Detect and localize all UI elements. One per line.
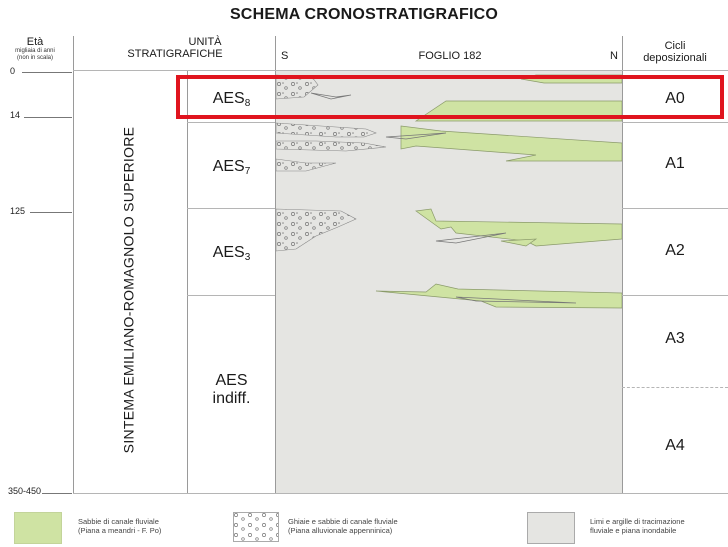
base-line bbox=[73, 493, 728, 494]
gravel-lens-a1-top bbox=[276, 122, 377, 138]
cycle-boundary-dashed bbox=[622, 387, 728, 388]
legend-line: Ghiaie e sabbie di canale fluviale bbox=[288, 517, 398, 526]
units-header: UNITÀ STRATIGRAFICHE bbox=[75, 36, 275, 60]
unit-label-line2: indiff. bbox=[212, 390, 251, 407]
thin-layer-a2 bbox=[435, 232, 507, 244]
cycles-header-line1: Cicli bbox=[664, 40, 686, 52]
sand-lens-a2-upper bbox=[415, 208, 622, 247]
age-header: Età migliaia di anni (non in scala) bbox=[10, 36, 60, 62]
unit-label-base: AES bbox=[212, 244, 245, 261]
cycle-label-a0: A0 bbox=[665, 90, 685, 107]
legend-line: Limi e argille di tracimazione bbox=[590, 517, 685, 526]
thin-layer-a0 bbox=[310, 92, 352, 100]
legend-line: Sabbie di canale fluviale bbox=[78, 517, 159, 526]
cycle-label-a4: A4 bbox=[665, 437, 685, 454]
unit-label-aes8: AES8 bbox=[188, 90, 275, 109]
age-scale-note: (non in scala) bbox=[16, 55, 54, 61]
sand-lens-a2-lower bbox=[500, 238, 538, 247]
unit-label-base: AES bbox=[212, 158, 245, 175]
cycle-boundary bbox=[622, 208, 728, 209]
unit-boundary bbox=[187, 295, 275, 296]
cycles-header: Cicli deposizionali bbox=[622, 40, 728, 64]
cycle-boundary bbox=[622, 122, 728, 123]
age-tick-14: 14 bbox=[10, 110, 21, 120]
cycles-header-line2: deposizionali bbox=[643, 52, 707, 64]
column-divider bbox=[73, 36, 74, 494]
unit-label-aes3: AES3 bbox=[188, 244, 275, 263]
age-tick-350-450: 350-450 bbox=[8, 486, 42, 496]
diagram-title: SCHEMA CRONOSTRATIGRAFICO bbox=[229, 6, 499, 23]
unit-label-sub: 7 bbox=[244, 166, 251, 177]
system-name: SINTEMA EMILIANO-ROMAGNOLO SUPERIORE bbox=[120, 126, 137, 454]
unit-boundary bbox=[187, 122, 275, 123]
age-tick-line bbox=[30, 212, 72, 213]
age-tick-125: 125 bbox=[10, 206, 26, 216]
gravel-lens-a1-low bbox=[276, 158, 337, 172]
cycle-boundary bbox=[622, 295, 728, 296]
age-tick-0: 0 bbox=[10, 66, 16, 76]
section-north-label: N bbox=[610, 50, 618, 62]
legend-line: (Piana alluvionale appenninica) bbox=[288, 526, 393, 535]
legend-swatch-sand bbox=[14, 512, 62, 544]
legend-line: fluviale e piana inondabile bbox=[590, 526, 677, 535]
age-tick-line bbox=[24, 117, 72, 118]
age-tick-line bbox=[42, 493, 72, 494]
sand-lens-a1-wedge bbox=[400, 125, 622, 162]
gravel-lens-a1-mid bbox=[276, 140, 387, 152]
unit-label-aes7: AES7 bbox=[188, 158, 275, 177]
highlight-box-aes8-a0 bbox=[176, 75, 724, 119]
age-tick-line bbox=[22, 72, 72, 73]
section-title: FOGLIO 182 bbox=[418, 50, 482, 62]
unit-label-sub: 8 bbox=[244, 98, 251, 109]
age-label: Età bbox=[26, 36, 44, 48]
cycle-label-a1: A1 bbox=[665, 155, 685, 172]
unit-label-base: AES bbox=[212, 90, 245, 107]
gravel-lens-a2 bbox=[276, 208, 357, 252]
cycle-label-a2: A2 bbox=[665, 242, 685, 259]
units-header-line2: STRATIGRAFICHE bbox=[127, 48, 223, 60]
section-south-label: S bbox=[281, 50, 289, 62]
column-divider bbox=[275, 36, 276, 494]
unit-boundary bbox=[187, 208, 275, 209]
system-name-container: SINTEMA EMILIANO-ROMAGNOLO SUPERIORE bbox=[88, 100, 168, 480]
thin-layer-a3 bbox=[455, 296, 577, 304]
age-unit-note: migliaia di anni bbox=[15, 48, 55, 54]
unit-label-sub: 3 bbox=[244, 252, 251, 263]
cycle-label-a3: A3 bbox=[665, 330, 685, 347]
legend-line: (Piana a meandri - F. Po) bbox=[78, 526, 162, 535]
thin-layer-a1 bbox=[385, 132, 447, 140]
legend-text-sand: Sabbie di canale fluviale (Piana a meand… bbox=[78, 517, 161, 535]
column-divider bbox=[622, 36, 623, 494]
unit-label-aes-indiff: AES indiff. bbox=[188, 372, 275, 408]
legend-swatch-gravel bbox=[233, 512, 279, 542]
units-header-line1: UNITÀ bbox=[188, 36, 222, 48]
legend-text-floodplain: Limi e argille di tracimazione fluviale … bbox=[590, 517, 685, 535]
legend-text-gravel: Ghiaie e sabbie di canale fluviale (Pian… bbox=[288, 517, 398, 535]
column-divider bbox=[187, 70, 188, 494]
cross-section bbox=[276, 71, 622, 493]
unit-label-base: AES bbox=[215, 372, 248, 389]
legend-swatch-floodplain bbox=[527, 512, 575, 544]
header-baseline bbox=[73, 70, 728, 71]
